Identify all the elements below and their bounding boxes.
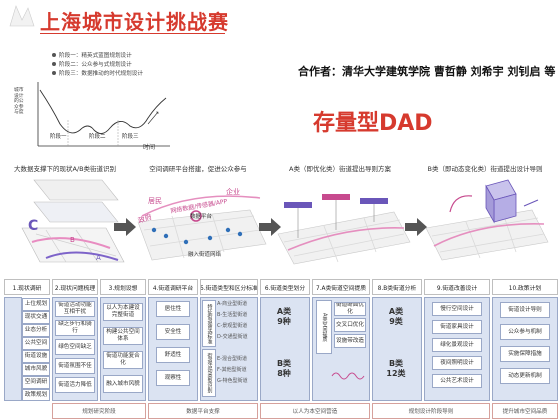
graph-xlabel: 时间 (143, 144, 156, 151)
participation-graph (37, 82, 170, 147)
arrow-right-icon (114, 218, 136, 236)
column-7-item: 街道断面优化 (334, 302, 366, 316)
column-1-item: 现状交通 (22, 311, 50, 324)
column-7-side: A类空间提质 (316, 300, 332, 354)
column-header: 3.规划设想 (100, 279, 146, 295)
graph-ylabel: 城市设计的公众参与度 (14, 88, 24, 115)
column-1-panel (4, 297, 22, 401)
column-5-item: E-混合型街道 (217, 356, 247, 362)
column-header: 8.B类街道分析 (372, 279, 422, 295)
column-9-item: 绿化景观设计 (432, 338, 482, 352)
svg-text:C: C (28, 218, 38, 234)
column-3-item: 以人为本建设完整街道 (103, 303, 143, 321)
page-title: 上海城市设计挑战赛 (40, 10, 229, 34)
column-9-item: 慢行空间设计 (432, 302, 482, 316)
column-header: 6.街道类型划分 (260, 279, 310, 295)
column-2-item: 绿色空间缺乏 (55, 339, 95, 355)
dad-heading: 存量型DAD (313, 111, 433, 136)
column-4-item: 安全性 (156, 324, 190, 340)
column-10-item: 实施保障措施 (500, 346, 550, 362)
column-2-item: 街道活力降低 (55, 377, 95, 393)
column-header: 9.街道改善设计 (424, 279, 490, 295)
column-1-item: 上位规划 (22, 298, 50, 311)
column-10-item: 街道设计导则 (500, 302, 550, 318)
column-7-item: 设施带改造 (334, 334, 366, 348)
column-3-item: 街道功能复合化 (103, 351, 143, 369)
column-10-item: 动态更新机制 (500, 368, 550, 384)
column-2-item: 缺乏步行和骑行 (55, 320, 95, 336)
graph-stage-2: 阶段二 (89, 134, 106, 140)
stage2-tag: 居民 (148, 197, 162, 205)
column-4-item: 舒适性 (156, 347, 190, 363)
stage-title: B类（即动态变化类）街道提出设计导则 (427, 165, 543, 173)
column-9-item: 公共艺术设计 (432, 374, 482, 388)
legend-item: 阶段一：精英式蓝图规划设计 (52, 51, 132, 59)
column-1-item: 城市风貌 (22, 363, 50, 376)
stage-title: 空间调研平台搭建，促进公众参与 (149, 165, 247, 173)
column-1-item: 公共空间 (22, 337, 50, 350)
column-2-item: 街道活动功能互相干扰 (55, 301, 95, 317)
column-5-item: F-其他型街道 (217, 367, 247, 373)
column-8-panel (372, 297, 422, 401)
column-4-item: 居住性 (156, 301, 190, 317)
stage2-tag: 数据平台 (190, 214, 213, 220)
graph-stage-3: 阶段三 (122, 134, 139, 140)
arrow-right-icon (405, 218, 427, 236)
title-underline (40, 33, 225, 34)
footer-note: 规划研究阶段 (52, 403, 146, 419)
footer-note: 规划设计阶段导则 (372, 403, 490, 419)
stage-title: 大数据支撑下的现状A/B类街道识别 (13, 165, 117, 173)
stage2-tag: 企业 (226, 188, 240, 196)
column-2-item: 街道氛围不佳 (55, 358, 95, 374)
stage3-illustration (277, 194, 411, 265)
column-5-item: D-交通型街道 (217, 334, 248, 340)
column-9-item: 夜间照明设计 (432, 356, 482, 370)
footer-note: 以人为本空间营造 (260, 403, 370, 419)
legend-item: 阶段三：数据推动的时代规划设计 (52, 69, 143, 77)
svg-text:B: B (70, 236, 75, 244)
column-5-item: G-特色型街道 (217, 378, 248, 384)
column-1-item: 街道设施 (22, 350, 50, 363)
stage1-illustration: C B A (21, 179, 125, 263)
column-header: 5.街道类型和区分标准 (200, 279, 258, 295)
column-1-item: 业态分析 (22, 324, 50, 337)
column-3-item: 融入城市风貌 (103, 375, 143, 393)
column-header: 2.现状问题梳理 (52, 279, 98, 295)
column-5-item: C-景观型街道 (217, 323, 248, 329)
column-header: 7.A类街道空间提质 (312, 279, 370, 295)
column-5-item: A-商业型街道 (217, 301, 248, 307)
stage4-illustration (425, 179, 549, 261)
column-10-item: 公众参与机制 (500, 324, 550, 340)
column-1-item: 政策规划 (22, 389, 50, 401)
svg-text:A: A (96, 254, 101, 262)
column-header: 4.街道调研平台 (148, 279, 198, 295)
column-header: 10.政策计划 (492, 279, 558, 295)
column-3-item: 构建公共空间体系 (103, 327, 143, 345)
authors: 合作者：清华大学建筑学院 曹哲静 刘希宇 刘钊启 等 (298, 65, 556, 78)
column-4-item: 观察性 (156, 370, 190, 386)
stage2-illustration (137, 195, 267, 261)
column-5-side: 街道活动类型识别 (202, 349, 216, 397)
graph-stage-1: 阶段一 (50, 134, 67, 140)
wave-icon (331, 372, 365, 380)
logo-mark-icon (9, 5, 35, 27)
column-1-item: 空间调研 (22, 376, 50, 389)
legend-item: 阶段二：公众参与式规划设计 (52, 60, 132, 68)
arrow-right-icon (259, 218, 281, 236)
footer-note: 提升城市空间品质 (492, 403, 558, 419)
stage2-tag: 融入街道网络 (188, 252, 222, 258)
stage-title: A类（即优化类）街道提出导则方案 (289, 165, 391, 173)
column-6-panel (260, 297, 310, 401)
column-5-side: 特征街道筛选标准 (202, 300, 216, 347)
column-header: 1.现状调研 (4, 279, 50, 295)
column-9-item: 街道家具设计 (432, 320, 482, 334)
column-7-item: 交叉口优化 (334, 318, 366, 332)
footer-note: 数据平台支撑 (148, 403, 258, 419)
column-5-item: B-生活型街道 (217, 312, 248, 318)
